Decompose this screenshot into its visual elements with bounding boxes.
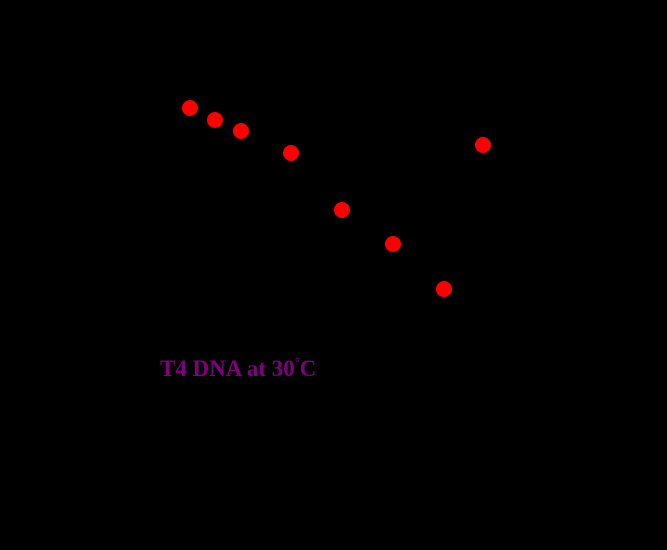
data-point	[334, 202, 350, 218]
data-point	[283, 145, 299, 161]
data-point	[385, 236, 401, 252]
data-point	[233, 123, 249, 139]
data-point	[436, 281, 452, 297]
data-point	[207, 112, 223, 128]
annotation-label: T4 DNA at 30°C	[160, 355, 317, 381]
data-point	[182, 100, 198, 116]
degree-symbol: °	[294, 355, 300, 369]
annotation-text: T4 DNA at 30	[160, 356, 295, 381]
annotation-unit: C	[299, 356, 317, 381]
data-point	[475, 137, 491, 153]
